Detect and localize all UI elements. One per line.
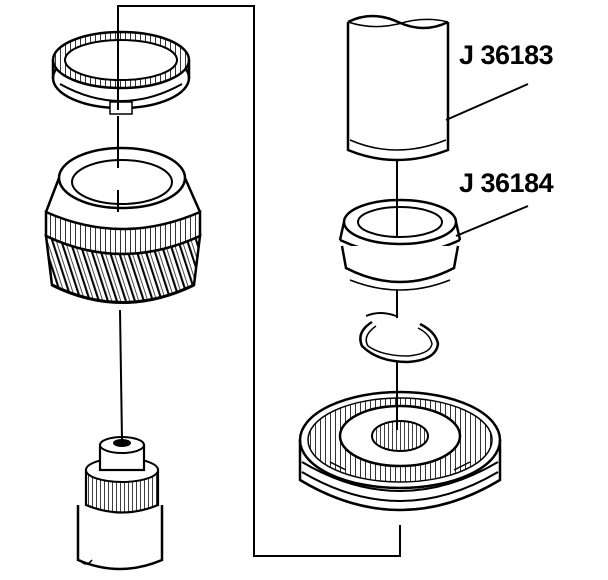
snap-ring	[359, 312, 440, 364]
tool-j36183-cylinder	[346, 14, 450, 162]
tool-j36184-cup	[338, 198, 462, 291]
synchronizer-assembly	[298, 390, 502, 512]
callout-j36184: J 36184	[459, 168, 554, 198]
callout-j36183: J 36183	[459, 40, 554, 70]
helical-gear	[44, 146, 202, 304]
leader-line-j36183	[445, 83, 529, 121]
blocker-ring	[51, 30, 191, 115]
assembly-path-line	[117, 5, 401, 557]
left-alignment-line	[117, 10, 123, 441]
leader-line-j36184	[455, 205, 529, 237]
output-shaft	[76, 436, 164, 571]
